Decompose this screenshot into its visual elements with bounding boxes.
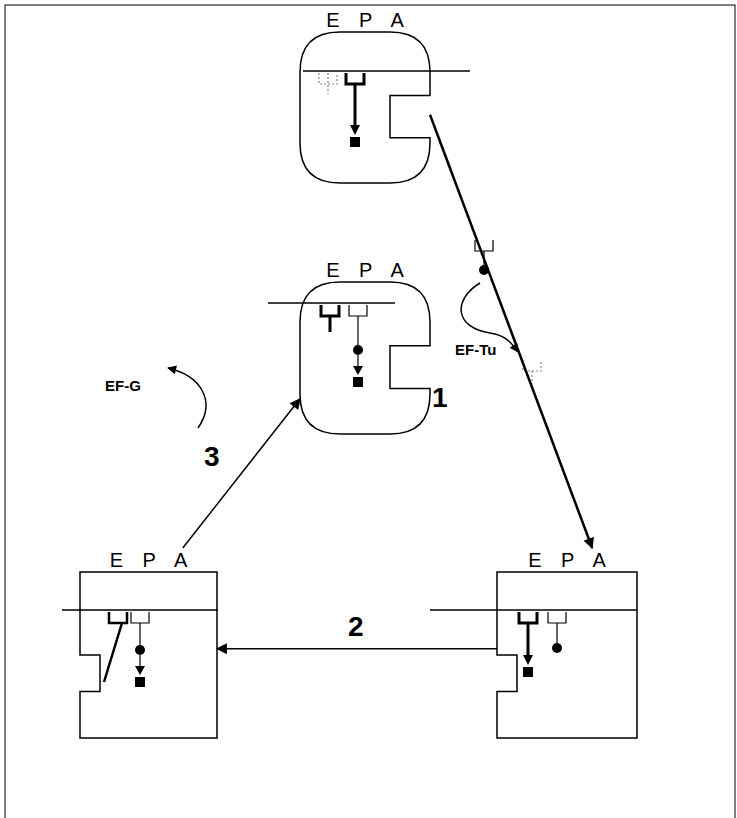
factor-label: EF-G (105, 378, 141, 395)
mrna-line (303, 70, 470, 72)
peptide-chain (552, 643, 562, 653)
trna-peptidyl (346, 73, 364, 125)
trna-aminoacyl (548, 612, 566, 643)
trna-leaving (319, 73, 337, 94)
trna-peptidyl (346, 73, 364, 125)
trna-hybrid (131, 612, 149, 666)
frame (5, 5, 735, 818)
factor-arrow (168, 368, 206, 428)
peptide-chain (350, 137, 360, 147)
peptide-chain (523, 655, 533, 665)
trna-hybrid (131, 612, 149, 666)
peptide-chain (350, 125, 360, 147)
mrna-line (430, 609, 637, 611)
mrna-line (62, 71, 637, 610)
ribosome-outline (300, 32, 430, 183)
ribosome-outline (497, 572, 637, 738)
step-arrow (183, 399, 300, 548)
ribosome-outline (80, 572, 217, 738)
site-label: E P A (497, 548, 637, 572)
trna-leaving (319, 73, 337, 94)
factor-label: EF-Tu (455, 342, 496, 359)
mrna-line (62, 609, 218, 611)
trna-peptidyl (519, 612, 537, 655)
peptide-chain (523, 643, 562, 677)
step-number: 3 (204, 442, 220, 473)
peptide-chain (523, 667, 533, 677)
factor-arrow (168, 368, 206, 428)
ribosome-outline (300, 282, 430, 434)
trna-peptidyl (519, 612, 537, 655)
peptide-chain (135, 666, 145, 675)
ribosome-outline (497, 572, 637, 738)
trna-deacylated (321, 305, 339, 332)
peptide-chain (353, 377, 363, 387)
ribosome: E P A (80, 548, 217, 738)
site-label: E P A (80, 548, 217, 572)
trna-hybrid (104, 612, 127, 682)
mrna-line (268, 302, 395, 304)
trna-peptidyl (349, 305, 367, 366)
ribosome-outline (80, 572, 217, 738)
step-number: 2 (348, 612, 364, 643)
step-number: 1 (432, 383, 448, 414)
ribosome-outline (300, 282, 430, 434)
peptide-chain (350, 125, 360, 135)
trna-aminoacyl (548, 612, 566, 643)
step-arrow (217, 648, 497, 650)
peptide-chain (353, 345, 363, 387)
peptide-chain (135, 645, 145, 655)
trna-peptidyl (349, 305, 367, 366)
site-label: E P A (300, 8, 430, 32)
ribosome: E P A (300, 258, 430, 434)
peptide-chain (353, 366, 363, 375)
peptide-chain (135, 645, 145, 687)
ribosome: E P A (300, 8, 430, 183)
trna-deacylated (321, 305, 339, 332)
ribosome-outline (300, 32, 430, 183)
trna-hybrid (104, 612, 127, 682)
step-arrow (430, 115, 592, 548)
ribosome: E P A (497, 548, 637, 738)
peptide-chain (135, 677, 145, 687)
site-label: E P A (300, 258, 430, 282)
peptide-chain (353, 345, 363, 355)
